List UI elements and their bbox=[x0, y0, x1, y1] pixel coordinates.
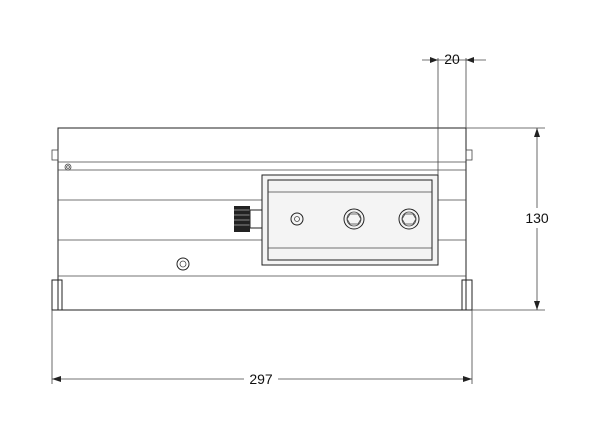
screw-top-left-icon bbox=[64, 163, 72, 171]
bottom-screw-icon bbox=[176, 257, 190, 271]
arrow-up-icon bbox=[534, 128, 540, 137]
hex-screw-2-icon bbox=[398, 208, 420, 230]
dimension-width: 297 bbox=[51, 310, 473, 388]
right-pin-top bbox=[465, 149, 473, 161]
left-pin-top bbox=[51, 149, 59, 161]
small-socket-screw-inner bbox=[294, 216, 300, 222]
right-foot bbox=[461, 279, 473, 311]
dimension-width-label: 297 bbox=[249, 371, 273, 387]
arrow-down-icon bbox=[534, 301, 540, 310]
housing-outline bbox=[57, 127, 467, 311]
arrow-left-bottom-icon bbox=[52, 376, 61, 382]
bottom-screw-inner bbox=[179, 260, 187, 268]
housing bbox=[51, 127, 473, 311]
height-label-bg bbox=[524, 208, 550, 228]
hex-screw-1-socket bbox=[346, 213, 362, 225]
left-foot bbox=[51, 279, 63, 311]
gland-body bbox=[249, 209, 263, 229]
arrow-right-bottom-icon bbox=[463, 376, 472, 382]
small-socket-screw-icon bbox=[290, 212, 304, 226]
width-label-bg bbox=[244, 370, 278, 388]
dimension-height-label: 130 bbox=[525, 210, 549, 226]
dimension-height: 130 bbox=[466, 127, 550, 311]
module-body bbox=[261, 174, 439, 266]
arrow-right-icon bbox=[466, 57, 474, 63]
screw-top-left-inner bbox=[66, 165, 70, 169]
hex-screw-1-icon bbox=[343, 208, 365, 230]
dimension-top-offset: 20 bbox=[422, 51, 486, 175]
cable-gland-icon bbox=[234, 206, 263, 232]
mounted-module bbox=[261, 174, 439, 266]
dimension-top-offset-label: 20 bbox=[444, 51, 460, 67]
arrow-left-icon bbox=[430, 57, 438, 63]
module-inner bbox=[267, 179, 433, 261]
hex-screw-2-socket bbox=[401, 213, 417, 225]
